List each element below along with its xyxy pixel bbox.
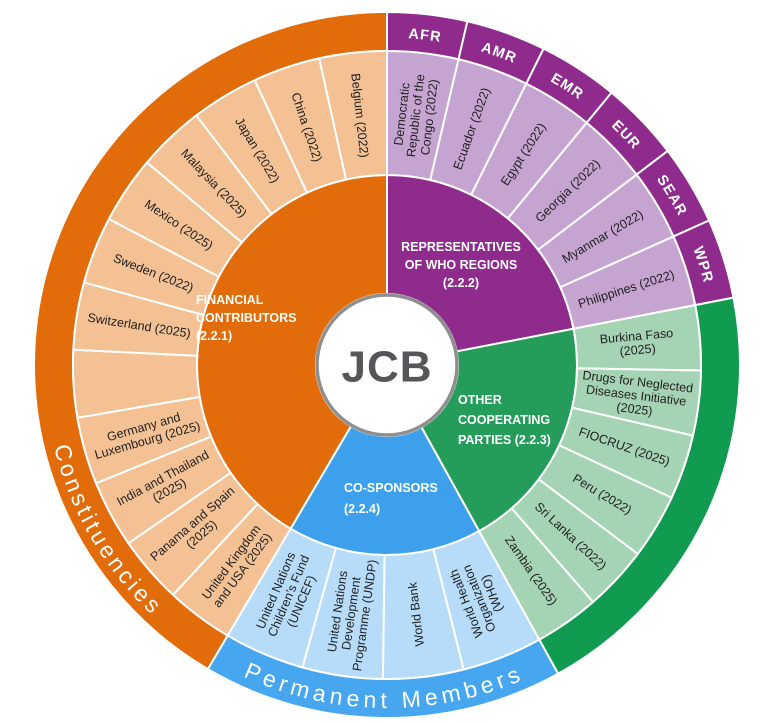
center-circle	[315, 293, 459, 437]
ring-segment-belgium-2022	[318, 49, 388, 181]
svg-text:Burkina Faso(2025): Burkina Faso(2025)	[599, 326, 675, 360]
segment-label-drugs-for-neglected-diseases-initiative-2025: Drugs for NeglectedDiseases Initiative(2…	[578, 368, 694, 423]
svg-text:Drugs for NeglectedDiseases In: Drugs for NeglectedDiseases Initiative(2…	[578, 368, 693, 423]
segment-label-burkina-faso-2025: Burkina Faso(2025)	[599, 326, 675, 360]
section-title-cosponsors: CO-SPONSORS(2.2.4)	[344, 481, 438, 516]
sunburst-rings	[33, 10, 741, 719]
region-code-label: AFR	[408, 26, 443, 46]
center-label: JCB	[341, 343, 432, 392]
